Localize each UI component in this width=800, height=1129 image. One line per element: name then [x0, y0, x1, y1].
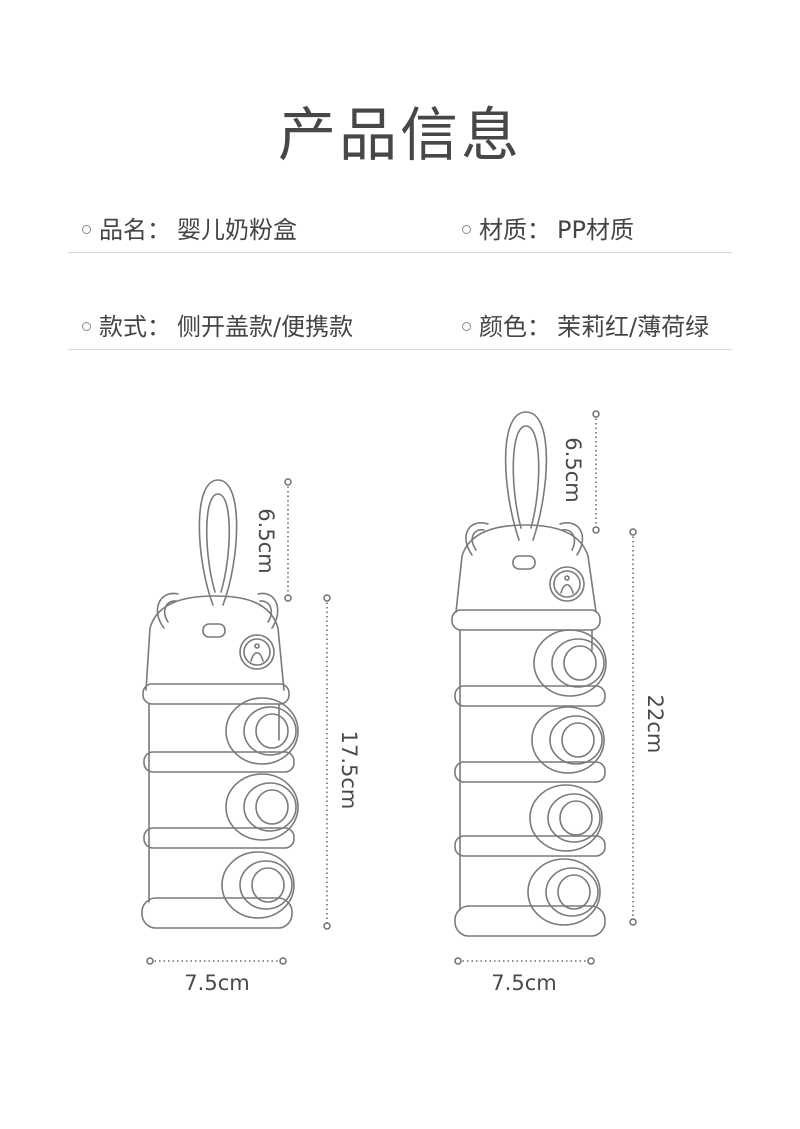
small-container-drawing	[141, 479, 299, 929]
dimension-lines	[150, 414, 634, 962]
spec-label: 材质：	[479, 216, 551, 244]
large-width-label: 7.5cm	[491, 971, 556, 995]
spec-style: 款式：侧开盖款/便携款	[82, 307, 353, 342]
large-body-height-label: 22cm	[643, 695, 667, 754]
large-handle-height-label: 6.5cm	[561, 437, 585, 502]
spec-value: 婴儿奶粉盒	[177, 216, 297, 244]
spec-row-2: 款式：侧开盖款/便携款 颜色：茉莉红/薄荷绿	[68, 305, 732, 350]
spec-label: 品名：	[99, 216, 171, 244]
page-title: 产品信息	[277, 101, 522, 169]
spec-row-1: 品名：婴儿奶粉盒 材质：PP材质	[68, 208, 732, 253]
bullet-icon	[462, 224, 471, 234]
dimension-endpoints	[146, 410, 637, 965]
spec-color: 颜色：茉莉红/薄荷绿	[462, 307, 709, 342]
spec-value: 茉莉红/薄荷绿	[557, 313, 710, 341]
spec-label: 款式：	[99, 313, 171, 341]
spec-material: 材质：PP材质	[462, 210, 634, 245]
bullet-icon	[462, 321, 471, 331]
large-container-drawing	[451, 411, 607, 937]
spec-value: 侧开盖款/便携款	[177, 313, 354, 341]
spec-value: PP材质	[557, 216, 634, 244]
small-width-label: 7.5cm	[184, 971, 249, 995]
small-body-height-label: 17.5cm	[337, 731, 361, 810]
small-handle-height-label: 6.5cm	[254, 508, 278, 573]
bullet-icon	[82, 321, 91, 331]
spec-label: 颜色：	[479, 313, 551, 341]
spec-product-name: 品名：婴儿奶粉盒	[82, 210, 297, 245]
bullet-icon	[82, 224, 91, 234]
